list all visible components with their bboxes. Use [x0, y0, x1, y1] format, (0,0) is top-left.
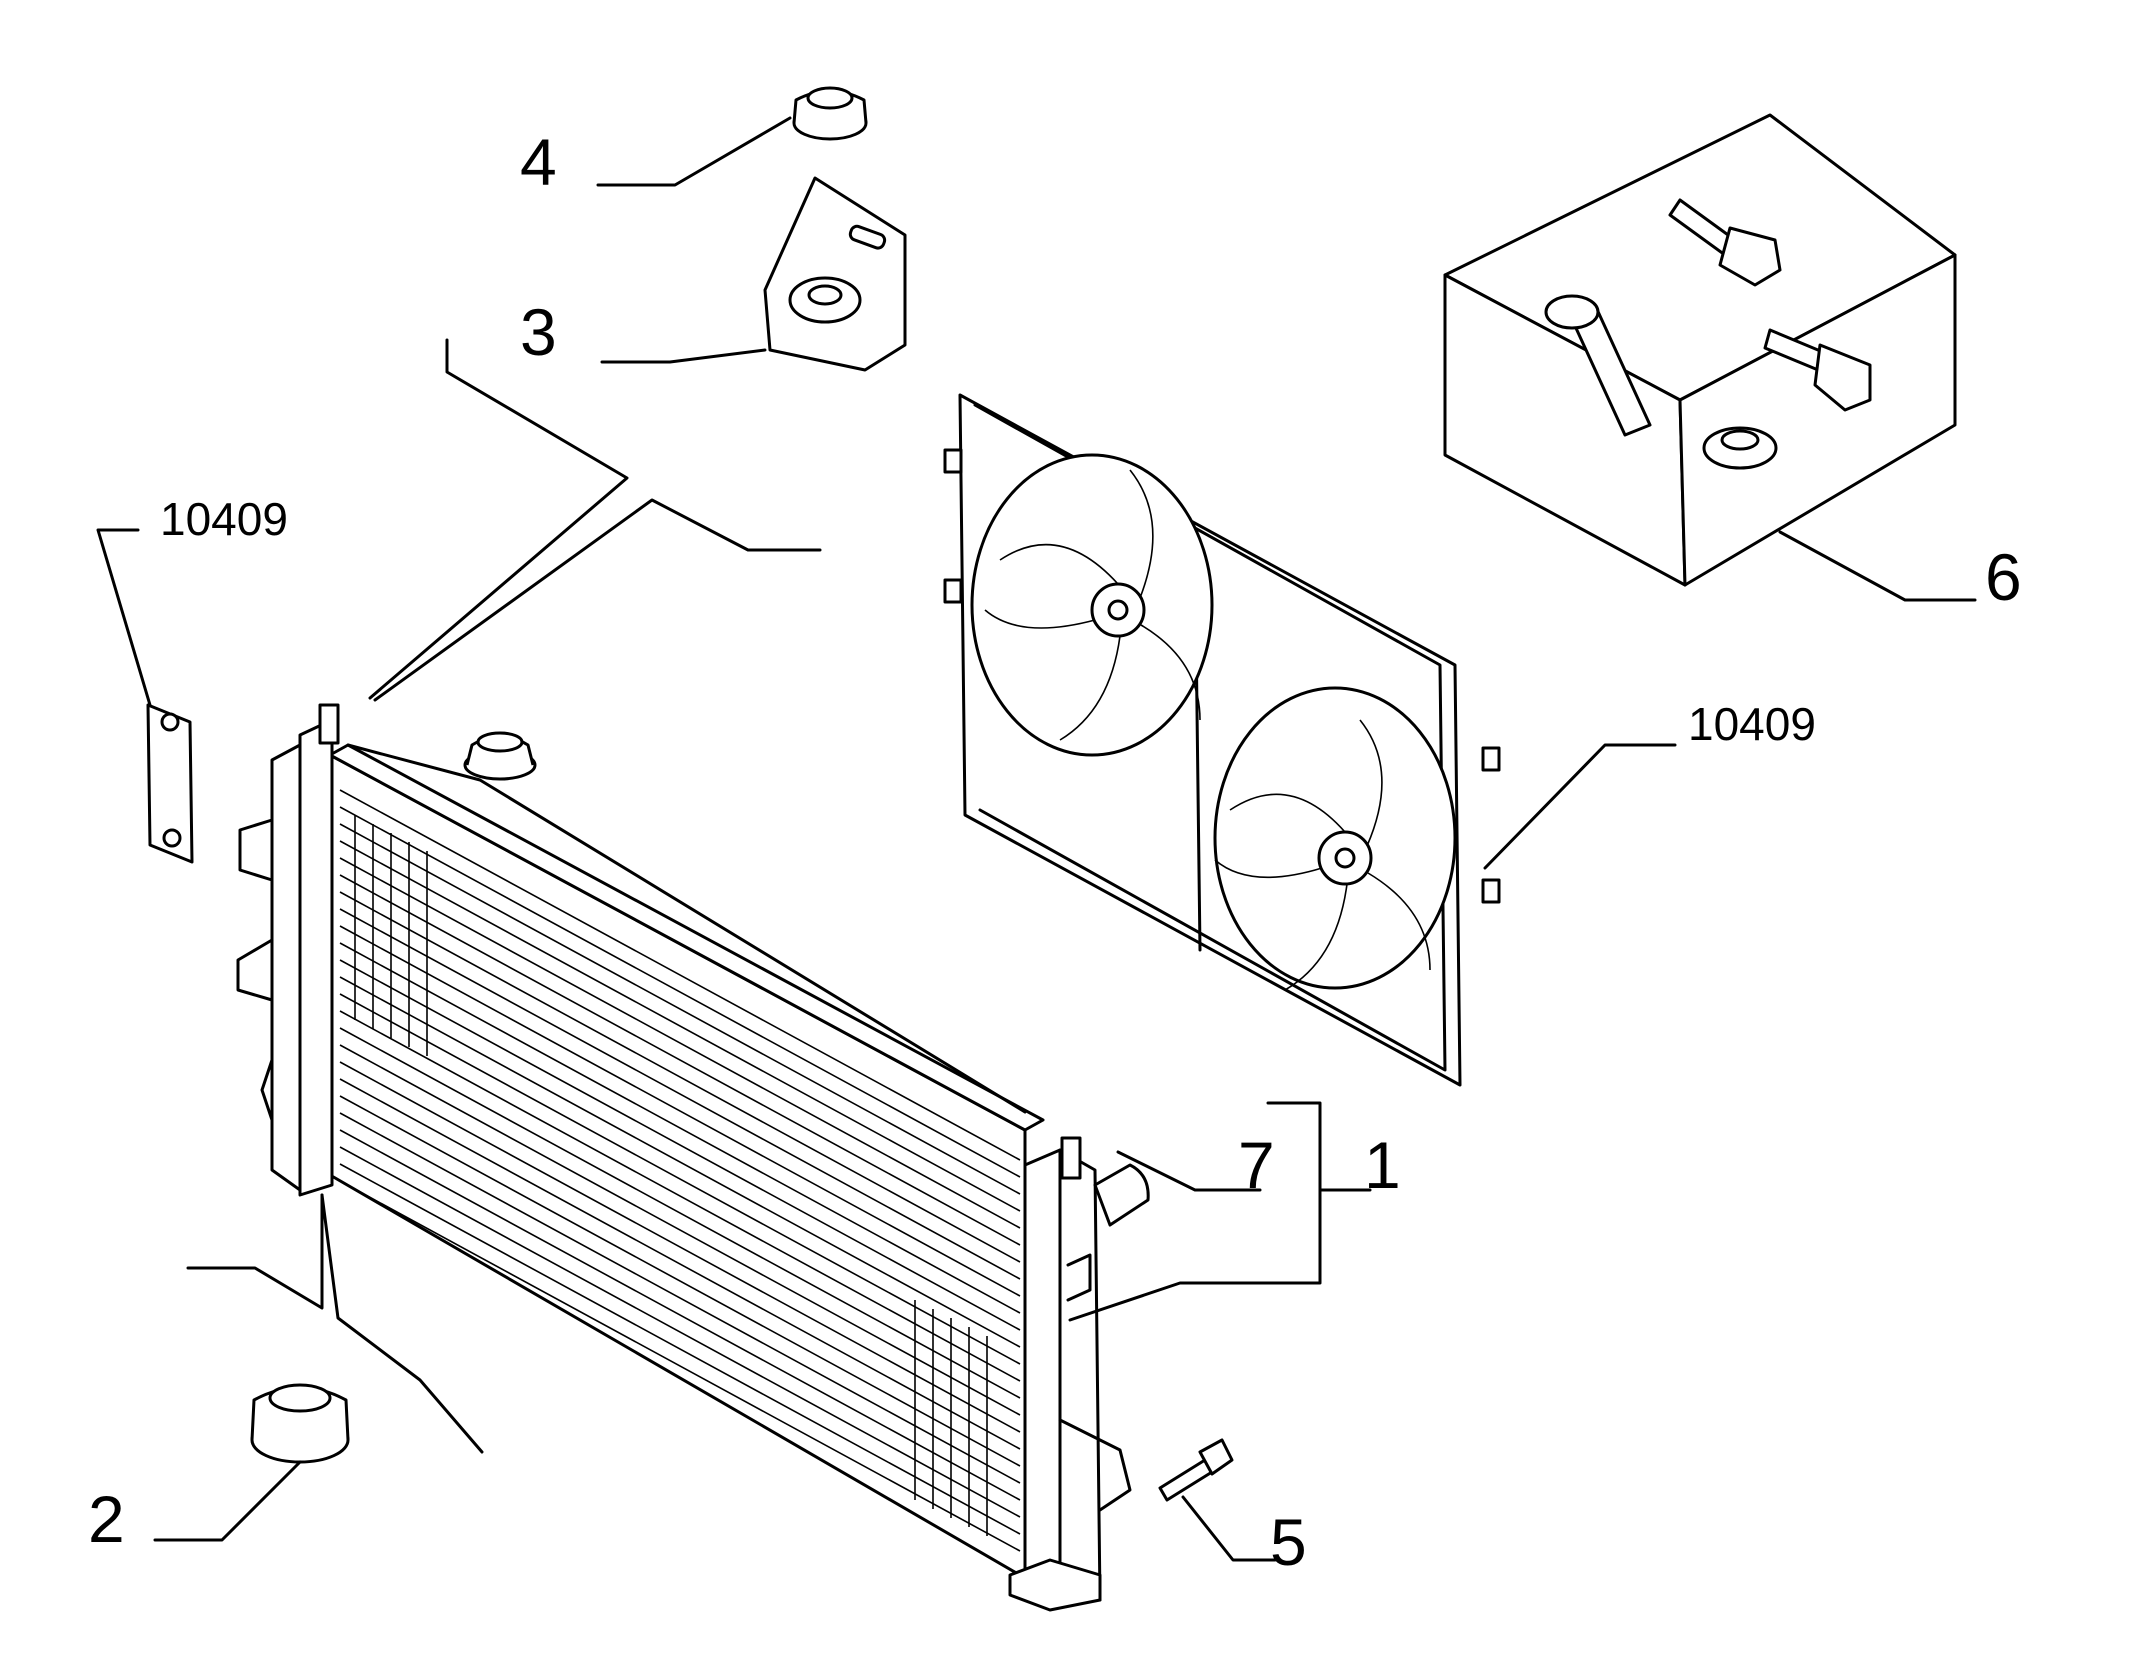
fan-left: [970, 453, 1214, 757]
callout-2: 2: [88, 1482, 125, 1556]
rubber-bush-top: [792, 86, 868, 141]
fan-shroud-twin-fans: [943, 393, 1501, 1087]
radiator-fin: [339, 891, 1021, 1263]
radiator-fin: [339, 840, 1021, 1212]
fan-right: [1213, 686, 1457, 991]
radiator-fin: [339, 1180, 1021, 1552]
mounting-bracket: [763, 176, 907, 372]
callout-ref-right: 10409: [1688, 698, 1816, 750]
radiator-fin: [339, 976, 1021, 1348]
right-tank: [1023, 1148, 1062, 1602]
expansion-cap: [463, 731, 537, 781]
outlet-pipe: [1093, 1163, 1150, 1227]
callout-7: 7: [1238, 1128, 1275, 1202]
radiator-fin: [339, 857, 1021, 1229]
callout-5: 5: [1270, 1505, 1307, 1579]
radiator-fin: [339, 1027, 1021, 1399]
callout-3: 3: [520, 295, 557, 369]
bolt-icon: [1763, 328, 1872, 412]
bolt-icon: [1544, 294, 1652, 437]
radiator-fin: [339, 874, 1021, 1246]
radiator-fin: [339, 1146, 1021, 1518]
leader-lines: [96, 116, 1977, 1562]
radiator-fins: [339, 789, 1021, 1552]
radiator-fin: [339, 1112, 1021, 1484]
radiator-fin: [339, 908, 1021, 1280]
radiator-fin: [339, 1095, 1021, 1467]
radiator-fin: [339, 959, 1021, 1331]
seal-plate: [146, 703, 194, 864]
fastener-kit-box: [1443, 113, 1957, 587]
radiator: [236, 703, 1150, 1612]
bolt-icon: [1668, 198, 1782, 287]
radiator-fin: [339, 823, 1021, 1195]
radiator-fin: [339, 1044, 1021, 1416]
bolt: [1158, 1438, 1234, 1502]
radiator-fin: [339, 1010, 1021, 1382]
left-tank: [298, 718, 334, 1197]
callout-ref-left: 10409: [160, 493, 288, 545]
radiator-fin: [339, 1163, 1021, 1535]
callout-6: 6: [1985, 540, 2022, 614]
radiator-fin: [339, 1061, 1021, 1433]
callouts: 4 3 10409 10409 6 7 1 2 5: [88, 125, 2022, 1579]
radiator-fin: [339, 1078, 1021, 1450]
radiator-fin: [339, 993, 1021, 1365]
rubber-mount-bottom: [250, 1383, 350, 1464]
radiator-fin: [339, 789, 1021, 1161]
callout-4: 4: [520, 125, 557, 199]
radiator-fin: [339, 1129, 1021, 1501]
radiator-fin: [339, 942, 1021, 1314]
callout-1: 1: [1364, 1128, 1401, 1202]
nut-icon: [1702, 426, 1778, 470]
radiator-fin: [339, 925, 1021, 1297]
radiator-fin: [339, 806, 1021, 1178]
